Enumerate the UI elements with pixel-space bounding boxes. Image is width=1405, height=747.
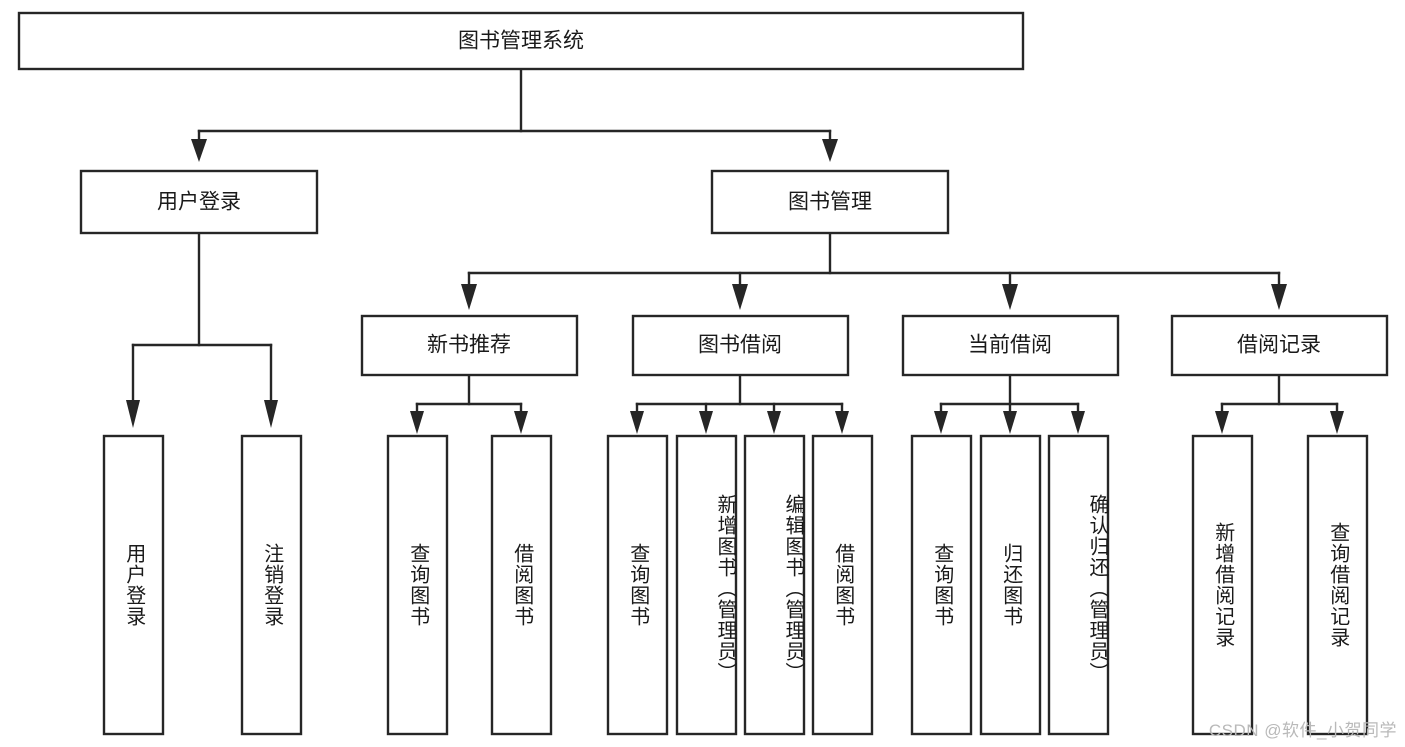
node-book-borrow[interactable]: 图书借阅 [631,314,850,377]
node-book-borrow-label: 图书借阅 [698,334,782,357]
node-book-management-box[interactable] [710,169,950,235]
connector-group-borrow-record [1215,373,1344,434]
node-leaf-user-login-box[interactable] [102,434,165,736]
node-user-login-label: 用户登录 [157,191,241,214]
node-leaf-return-book-box[interactable] [979,434,1042,736]
node-new-book-recommend-label: 新书推荐 [427,334,511,357]
node-leaf-confirm-return-box[interactable] [1047,434,1110,736]
node-book-borrow-box[interactable] [631,314,850,377]
node-new-book-recommend[interactable]: 新书推荐 [360,314,579,377]
arrowhead-user-login [191,139,207,162]
arrowhead-leaf-borrow-book-2 [835,411,849,434]
node-borrow-record-box[interactable] [1170,314,1389,377]
arrowhead-leaf-user-login [126,400,140,428]
connector-group-user-login [126,231,278,428]
arrowhead-current-borrow [1002,284,1018,310]
node-book-management[interactable]: 图书管理 [710,169,950,235]
arrowhead-leaf-add-record [1215,411,1229,434]
node-leaf-add-record-box[interactable] [1191,434,1254,736]
arrowhead-leaf-add-book [699,411,713,434]
arrowhead-leaf-logout-login [264,400,278,428]
node-leaf-add-book-box[interactable] [675,434,738,736]
connector-group-new-book-recommend [410,373,528,434]
arrowhead-leaf-query-record [1330,411,1344,434]
node-current-borrow[interactable]: 当前借阅 [901,314,1120,377]
arrowhead-book-management [822,139,838,162]
connector-group-book-borrow [630,373,849,434]
node-book-management-system[interactable]: 图书管理系统 [17,11,1025,71]
arrowhead-leaf-query-book-2 [630,411,644,434]
arrowhead-leaf-confirm-return [1071,411,1085,434]
node-book-management-system-box[interactable] [17,11,1025,71]
arrowhead-leaf-query-book-3 [934,411,948,434]
node-leaf-edit-book-box[interactable] [743,434,806,736]
node-current-borrow-label: 当前借阅 [968,334,1052,357]
node-borrow-record-label: 借阅记录 [1237,334,1321,357]
node-user-login-box[interactable] [79,169,319,235]
arrowhead-book-borrow [732,284,748,310]
node-leaf-query-book-2-box[interactable] [606,434,669,736]
node-leaf-query-book-1-box[interactable] [386,434,449,736]
arrowhead-new-book-recommend [461,284,477,310]
csdn-watermark: CSDN @软件_小贺同学 [1208,721,1397,740]
node-new-book-recommend-box[interactable] [360,314,579,377]
node-borrow-record[interactable]: 借阅记录 [1170,314,1389,377]
node-current-borrow-box[interactable] [901,314,1120,377]
node-leaf-query-book-3-box[interactable] [910,434,973,736]
arrowhead-leaf-query-book-1 [410,411,424,434]
connector-group-current-borrow [934,373,1085,434]
node-leaf-borrow-book-2-box[interactable] [811,434,874,736]
node-book-management-label: 图书管理 [788,191,872,214]
node-leaf-borrow-book-1-box[interactable] [490,434,553,736]
arrowhead-leaf-borrow-book-1 [514,411,528,434]
arrowhead-borrow-record [1271,284,1287,310]
arrowhead-leaf-return-book [1003,411,1017,434]
node-book-management-system-label: 图书管理系统 [458,30,584,53]
connector-group-root [191,67,838,162]
node-leaf-query-record-box[interactable] [1306,434,1369,736]
connector-group-book-management [461,231,1287,310]
node-leaf-logout-login-box[interactable] [240,434,303,736]
node-user-login[interactable]: 用户登录 [79,169,319,235]
arrowhead-leaf-edit-book [767,411,781,434]
